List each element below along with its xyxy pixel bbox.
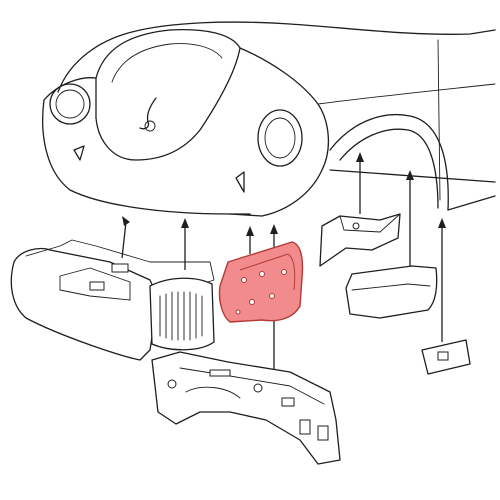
- small-bracket-slot: [437, 351, 449, 361]
- frame-head-body: [151, 351, 341, 465]
- frame-slot-2: [281, 397, 295, 407]
- wh-hole-2: [259, 271, 265, 277]
- right-headlamp: [257, 109, 303, 167]
- frame-head-assembly: [151, 351, 341, 465]
- arrow-front-panel: [121, 221, 127, 259]
- arrow-bracket-head: [356, 152, 364, 162]
- front-apron-panel: [10, 239, 215, 361]
- frame-slot-3: [299, 419, 311, 435]
- wh-hole-6: [235, 309, 241, 315]
- frame-slot-4: [317, 425, 329, 441]
- wh-hole-1: [241, 277, 247, 283]
- frame-head-cutout: [185, 386, 241, 399]
- front-panel-slot: [111, 263, 129, 273]
- lower-panel-body: [345, 265, 438, 319]
- wheel-arch-inner: [339, 128, 439, 209]
- hood-handle-knob: [144, 120, 156, 132]
- arrow-wheelhouse-2-head: [270, 224, 278, 234]
- frame-hole-2: [253, 383, 263, 393]
- bracket-hole: [352, 222, 360, 230]
- front-panel-top-edge: [25, 239, 215, 299]
- front-apron: [42, 99, 251, 215]
- car-body: [42, 21, 496, 217]
- right-indicator: [235, 171, 245, 193]
- right-headlamp-lens: [264, 117, 296, 159]
- fender-bracket: [319, 213, 401, 267]
- wheel-housing-inner-edge: [239, 253, 296, 291]
- wheel-housing-panel: [218, 241, 304, 323]
- small-mount-bracket: [421, 339, 471, 375]
- wh-hole-5: [281, 269, 287, 275]
- lower-panel-fold: [351, 283, 431, 291]
- front-panel-body: [10, 247, 159, 361]
- left-indicator: [73, 145, 85, 161]
- body-side-line: [329, 169, 496, 183]
- door-line: [437, 39, 441, 201]
- frame-hole-1: [167, 379, 177, 389]
- body-shoulder: [317, 83, 496, 105]
- arrow-front-panel-head: [122, 216, 130, 226]
- arrow-small-bracket-head: [438, 218, 446, 228]
- arrow-front-panel-2-head: [181, 218, 189, 228]
- hood-handle: [139, 97, 157, 130]
- left-headlamp-lens: [55, 89, 85, 119]
- bracket-body: [319, 213, 401, 267]
- rocker-panel: [447, 195, 496, 211]
- front-panel-slot-2: [89, 281, 105, 291]
- arrow-wheelhouse-1-head: [246, 226, 254, 236]
- left-headlamp: [49, 83, 91, 125]
- hood-panel: [95, 28, 241, 161]
- front-panel-inner: [59, 267, 131, 301]
- frame-slot-1: [209, 369, 231, 377]
- hood-crease: [111, 43, 223, 83]
- assembly-arrows: [121, 152, 446, 382]
- wh-hole-4: [249, 299, 255, 305]
- lower-side-panel: [345, 265, 438, 319]
- front-fender: [229, 47, 330, 217]
- front-beam-vents: [159, 291, 203, 341]
- wh-hole-3: [269, 293, 275, 299]
- wheel-arch-outer: [329, 114, 449, 211]
- highlighted-wheel-housing: [218, 241, 304, 323]
- hood-outline: [57, 21, 496, 93]
- arrow-lower-panel-head: [406, 170, 414, 180]
- bracket-flange: [339, 213, 401, 233]
- frame-head-rail: [179, 367, 325, 405]
- front-apron-lower: [43, 77, 97, 101]
